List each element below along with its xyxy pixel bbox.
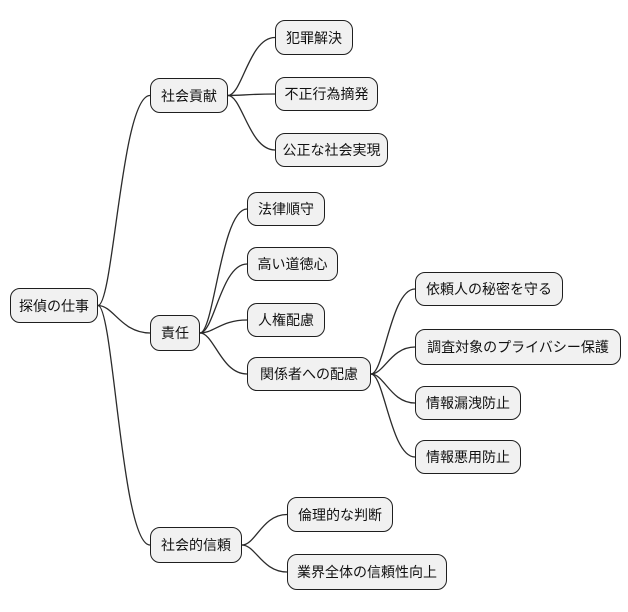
connector-line: [227, 94, 276, 151]
connector-line: [199, 263, 248, 334]
node-social-trust[interactable]: 社会的信頼: [150, 527, 242, 563]
node-fair-society[interactable]: 公正な社会実現: [275, 133, 388, 167]
connector-line: [241, 544, 288, 573]
connector-line: [97, 94, 151, 307]
node-social-contribution[interactable]: 社会貢献: [150, 78, 228, 113]
node-stakeholder-care[interactable]: 関係者への配慮: [247, 357, 371, 391]
connector-line: [97, 304, 151, 546]
node-human-rights[interactable]: 人権配慮: [247, 303, 325, 337]
connector-line: [241, 513, 288, 546]
connector-line: [370, 373, 416, 404]
node-misuse-prevention[interactable]: 情報悪用防止: [415, 440, 521, 474]
connector-line: [199, 208, 248, 334]
node-industry-trust[interactable]: 業界全体の信頼性向上: [287, 554, 447, 590]
connector-line: [97, 304, 151, 334]
node-detective-work[interactable]: 探偵の仕事: [10, 288, 98, 323]
connector-line: [370, 346, 416, 375]
node-responsibility[interactable]: 責任: [150, 315, 200, 351]
node-privacy-protection[interactable]: 調査対象のプライバシー保護: [415, 329, 621, 365]
node-high-morality[interactable]: 高い道徳心: [247, 247, 338, 281]
node-crime-solving[interactable]: 犯罪解決: [275, 20, 353, 55]
node-leak-prevention[interactable]: 情報漏洩防止: [415, 386, 521, 420]
node-law-compliance[interactable]: 法律順守: [247, 192, 325, 226]
connector-line: [370, 373, 416, 458]
connector-line: [227, 93, 276, 97]
node-ethical-judgment[interactable]: 倫理的な判断: [287, 497, 393, 532]
connector-line: [199, 319, 248, 334]
connector-line: [370, 288, 416, 375]
connector-line: [199, 332, 248, 375]
connector-line: [227, 36, 276, 97]
node-client-secrets[interactable]: 依頼人の秘密を守る: [415, 272, 563, 306]
node-misconduct-exposure[interactable]: 不正行為摘発: [275, 77, 378, 111]
